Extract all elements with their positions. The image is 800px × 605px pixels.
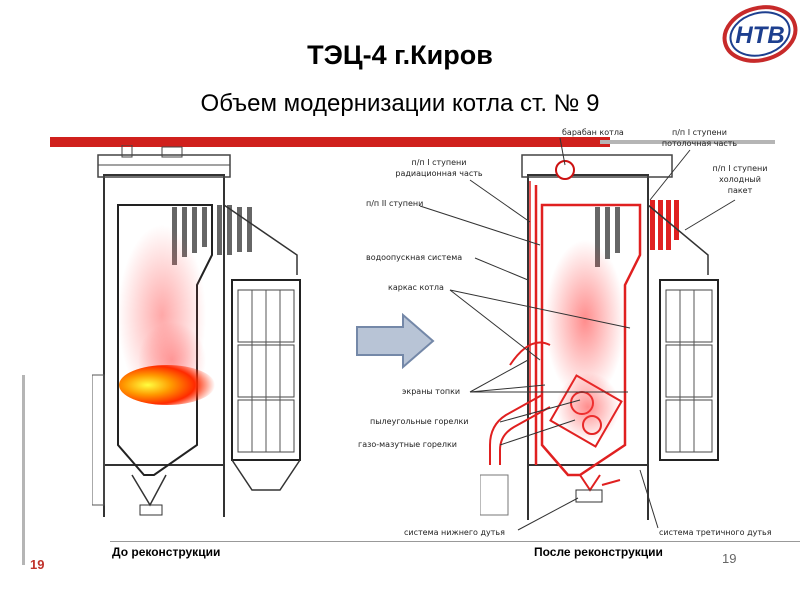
- label-bottom-blast: система нижнего дутья: [404, 528, 505, 537]
- label-boiler-frame: каркас котла: [388, 283, 444, 292]
- logo-text: НТВ: [735, 22, 784, 49]
- label-downcomer-system: водоопускная система: [366, 253, 463, 262]
- label-coal-burners: пылеугольные горелки: [370, 417, 469, 426]
- company-logo: НТВ: [718, 0, 800, 66]
- boiler-before-diagram: [91, 144, 314, 523]
- side-accent-line: [22, 375, 25, 565]
- label-tertiary-blast: система третичного дутья: [659, 528, 772, 537]
- label-radiant-superheater: п/п I ступени радиационная часть: [395, 158, 483, 178]
- label-drum: барабан котла: [562, 128, 624, 137]
- boiler-after-diagram: [479, 145, 725, 525]
- title-accent-bar: [50, 137, 610, 147]
- bottom-divider: [110, 541, 800, 542]
- slide-subtitle: Объем модернизации котла ст. № 9: [200, 90, 600, 117]
- caption-after: После реконструкции: [534, 545, 663, 559]
- flame-before: [119, 365, 215, 405]
- label-cold-pack: п/п I ступени холодный пакет: [712, 164, 768, 195]
- slide-title: ТЭЦ-4 г.Киров: [307, 40, 493, 70]
- slide-number-watermark: 19: [722, 551, 737, 566]
- label-gas-oil-burners: газо-мазутные горелки: [358, 440, 457, 449]
- label-ceiling-superheater: п/п I ступени потолочная часть: [661, 128, 738, 148]
- slide-number: 19: [30, 557, 45, 572]
- transition-arrow-icon: [355, 312, 437, 370]
- drum-icon: [555, 160, 575, 180]
- label-stage2-superheater: п/п II ступени: [366, 199, 424, 208]
- title-accent-line: [600, 140, 775, 144]
- caption-before: До реконструкции: [112, 545, 221, 559]
- label-furnace-screens: экраны топки: [402, 387, 461, 396]
